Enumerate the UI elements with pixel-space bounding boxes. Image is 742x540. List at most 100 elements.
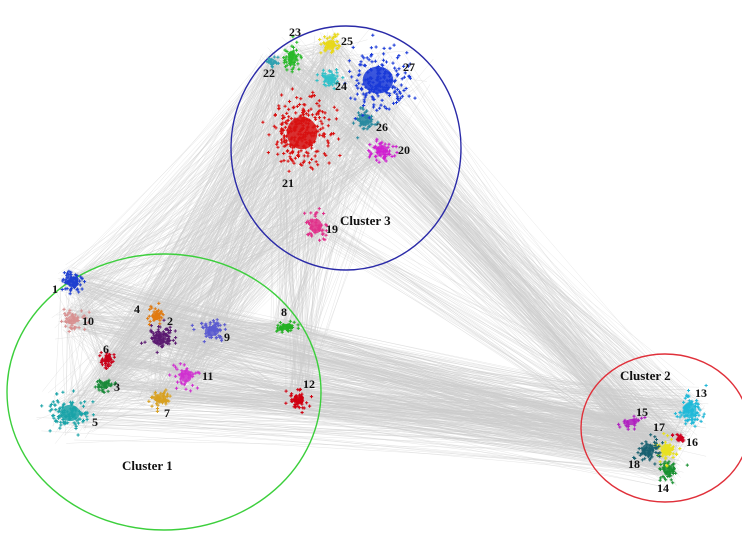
edge-line xyxy=(301,50,373,218)
edge-line xyxy=(150,64,274,411)
edge-line xyxy=(299,394,696,399)
community-16-cluster xyxy=(670,432,686,443)
edge-line xyxy=(323,45,364,83)
edge-line xyxy=(76,319,164,406)
community-25-cluster xyxy=(318,32,341,55)
edge-line xyxy=(182,374,673,444)
community-15-cluster xyxy=(617,414,647,431)
edge-line xyxy=(78,217,311,419)
cluster-2-boundary xyxy=(580,353,742,503)
edge-line xyxy=(64,323,86,428)
edge-line xyxy=(323,228,633,419)
edge-line xyxy=(300,396,674,477)
edge-line xyxy=(71,157,390,317)
community-15-label: 15 xyxy=(636,405,648,419)
edge-line xyxy=(396,86,642,459)
edge-line xyxy=(304,202,642,442)
community-11-label: 11 xyxy=(202,369,213,383)
edge-line xyxy=(152,350,687,443)
community-13-cluster xyxy=(673,383,708,428)
edge-line xyxy=(317,117,352,154)
edge-line xyxy=(383,152,679,449)
edge-line xyxy=(62,329,145,408)
edge-line xyxy=(275,68,304,236)
edge-line xyxy=(294,408,633,416)
edge-line xyxy=(47,409,658,464)
edge-line xyxy=(391,84,683,438)
edge-line xyxy=(297,55,320,87)
community-3-label: 3 xyxy=(114,380,120,394)
edge-line xyxy=(377,120,384,136)
edge-line xyxy=(371,75,431,124)
edge-line xyxy=(306,396,658,454)
edge-line xyxy=(266,56,306,407)
edge-line xyxy=(316,114,366,222)
edge-line xyxy=(363,108,657,441)
edge-line xyxy=(378,85,645,446)
edge-line xyxy=(326,43,679,441)
edge-line xyxy=(361,129,651,449)
edge-line xyxy=(329,147,377,149)
community-18-cluster xyxy=(632,433,665,466)
edge-line xyxy=(323,40,338,237)
edge-line xyxy=(201,127,327,395)
edge-line xyxy=(72,54,268,286)
edge-line xyxy=(318,55,691,399)
edge-line xyxy=(274,64,304,411)
edge-line xyxy=(271,66,656,449)
community-21-label: 21 xyxy=(282,176,294,190)
community-24-label: 24 xyxy=(335,79,347,93)
edge-line xyxy=(301,399,675,470)
community-21-cluster xyxy=(261,87,342,173)
community-19-label: 19 xyxy=(326,222,338,236)
edge-line xyxy=(333,46,678,439)
edge-line xyxy=(80,50,272,408)
edge-line xyxy=(383,65,664,454)
edge-line xyxy=(66,68,269,313)
edge-line xyxy=(316,68,321,206)
edge-line xyxy=(329,54,673,452)
edge-line xyxy=(86,123,276,320)
edge-line xyxy=(306,399,651,441)
edge-line xyxy=(70,313,631,419)
edge-line xyxy=(318,160,675,479)
edge-line xyxy=(89,318,285,325)
edge-line xyxy=(188,65,272,373)
community-1-cluster xyxy=(60,269,87,296)
community-17-label: 17 xyxy=(653,420,665,434)
edge-line xyxy=(276,71,329,88)
edge-line xyxy=(364,125,645,452)
edge-line xyxy=(71,325,189,371)
cluster-boundaries xyxy=(6,25,742,531)
edge-line xyxy=(175,372,652,432)
edge-line xyxy=(75,47,333,311)
edge-line xyxy=(100,121,298,363)
edge-line xyxy=(323,117,375,228)
edge-line xyxy=(81,313,638,428)
edge-line xyxy=(315,84,400,226)
community-22-label: 22 xyxy=(263,66,275,80)
community-10-label: 10 xyxy=(82,314,94,328)
edge-line xyxy=(376,52,671,452)
edge-line xyxy=(74,319,183,369)
edge-line xyxy=(301,401,641,423)
edge-line xyxy=(151,56,278,313)
edge-line xyxy=(325,75,664,440)
edge-line xyxy=(323,216,681,443)
edge-line xyxy=(109,59,271,351)
edge-line xyxy=(357,81,653,446)
edge-line xyxy=(337,148,631,457)
edge-line xyxy=(266,61,615,422)
community-20-cluster xyxy=(367,137,399,164)
edge-line xyxy=(316,39,326,119)
edge-line xyxy=(191,118,362,385)
edge-line xyxy=(66,46,334,314)
community-20-label: 20 xyxy=(398,143,410,157)
edge-line xyxy=(178,157,386,393)
cluster-1-label: Cluster 1 xyxy=(122,458,173,473)
edge-line xyxy=(193,319,291,376)
edge-line xyxy=(67,61,270,275)
edge-line xyxy=(299,154,394,401)
community-9-label: 9 xyxy=(224,330,230,344)
